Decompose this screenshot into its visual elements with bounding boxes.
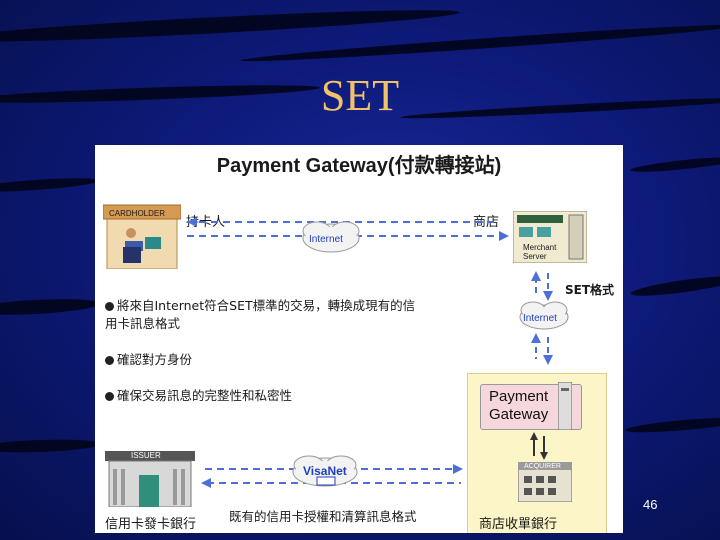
internet-cloud-right: Internet: [523, 313, 557, 324]
background-streak: [630, 272, 720, 299]
set-format-label: SET格式: [565, 281, 614, 298]
payment-gateway-diagram: Payment Gateway(付款轉接站) CARDHOLDER 持卡人 商店…: [95, 145, 623, 533]
slide-title: SET: [0, 70, 720, 121]
acquirer-bank-label: 商店收單銀行: [479, 513, 557, 532]
background-streak: [630, 154, 720, 174]
bullet-dot: [105, 302, 114, 311]
page-number: 46: [643, 497, 657, 512]
background-streak: [0, 438, 100, 454]
internet-cloud-top: Internet: [309, 234, 343, 245]
existing-format-label: 既有的信用卡授權和清算訊息格式: [229, 506, 417, 525]
visanet-cloud: VisaNet: [303, 464, 347, 478]
background-streak: [0, 297, 100, 318]
background-streak: [0, 175, 100, 194]
background-streak: [625, 415, 720, 435]
bullet-item: 確保交易訊息的完整性和私密性: [105, 387, 292, 405]
background-streak: [0, 4, 460, 47]
issuer-bank-label: 信用卡發卡銀行: [105, 513, 196, 532]
visanet-link-bottom: VisaNet: [95, 445, 623, 505]
bullet-dot: [105, 356, 114, 365]
bullet-item: 將來自Internet符合SET標準的交易，轉換成現有的信用卡訊息格式: [105, 297, 423, 333]
bullet-item: 確認對方身份: [105, 351, 192, 369]
server-icon: [558, 382, 572, 430]
bullet-dot: [105, 392, 114, 401]
